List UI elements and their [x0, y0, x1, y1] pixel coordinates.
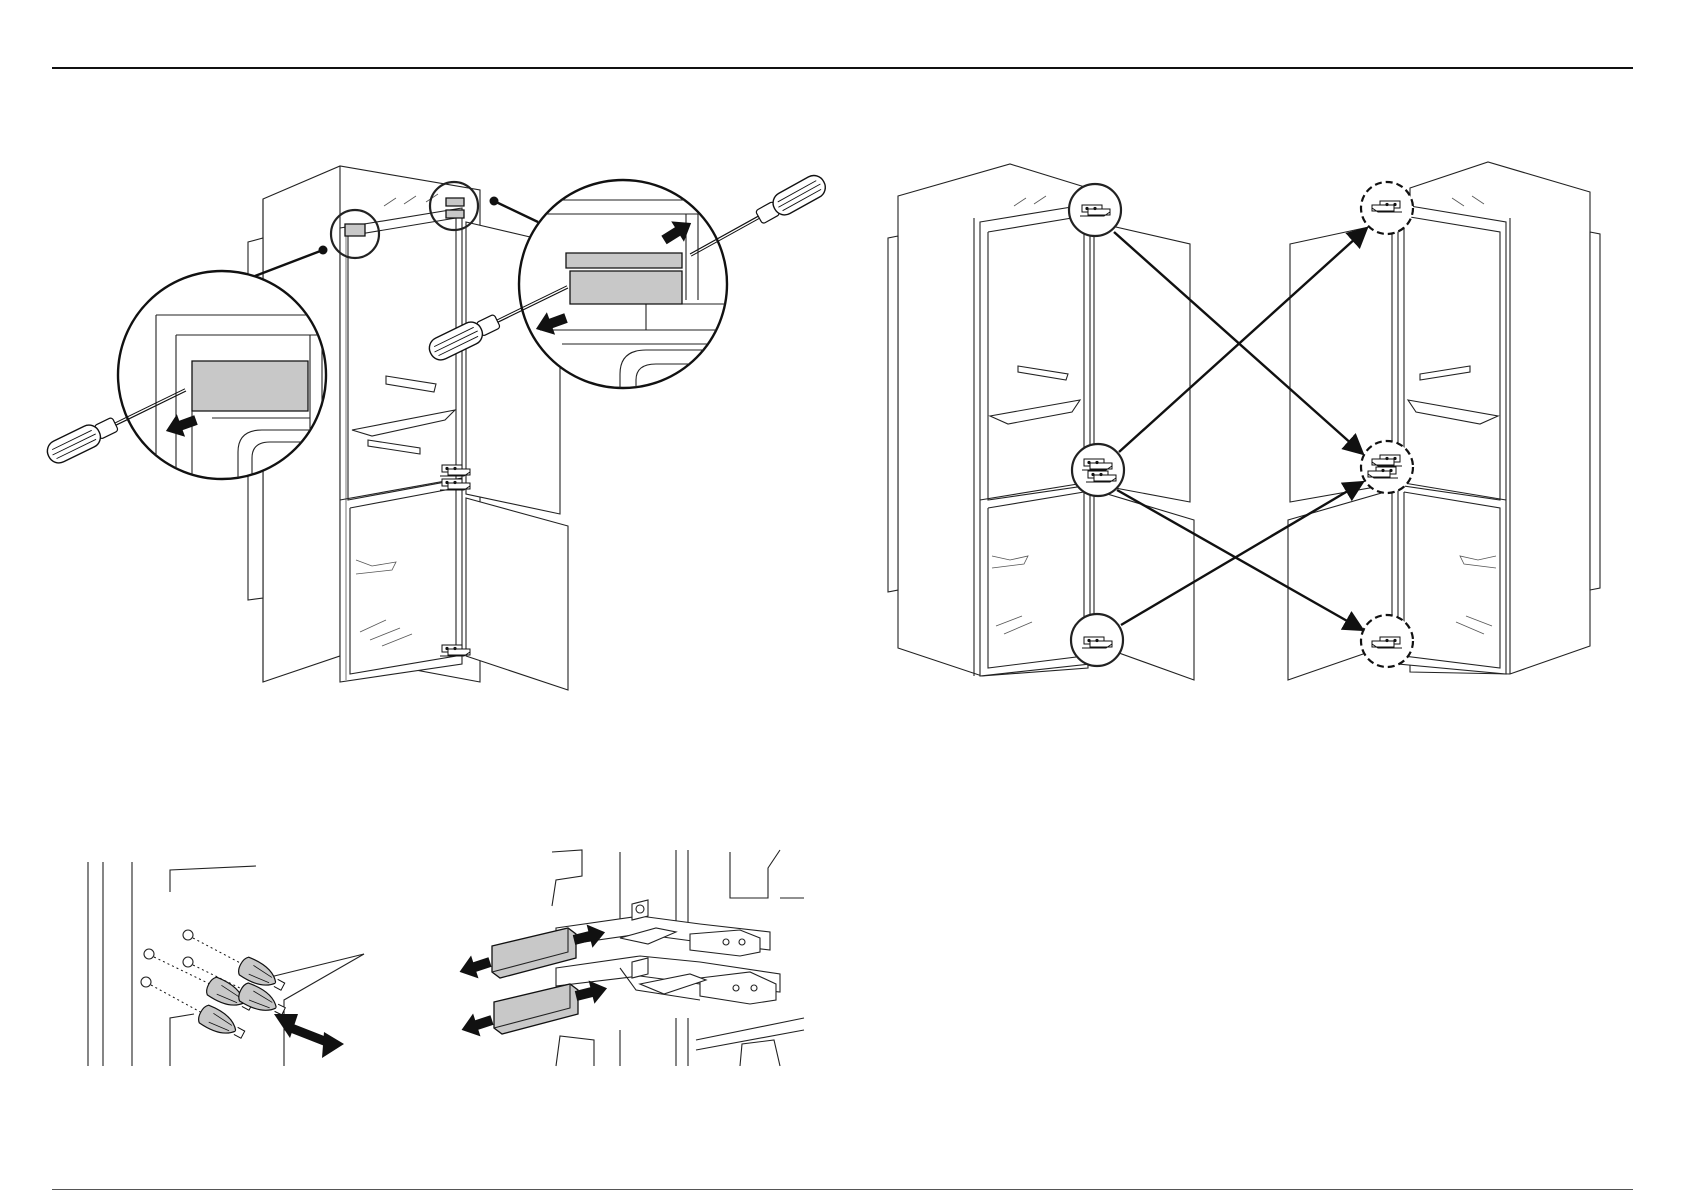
slide-out-arrow-icon [456, 951, 494, 984]
hinge-cover-top-magnified [566, 253, 682, 268]
hole-icon [183, 930, 193, 940]
figure-hole-cover-plugs [88, 862, 364, 1066]
fridge-lower-door [466, 498, 568, 690]
figure-hinge-cover-sliding [456, 850, 804, 1066]
hinge-cover-left [345, 224, 365, 236]
figure-hinge-reversal [888, 162, 1600, 680]
hole-icon [183, 957, 193, 967]
figure-door-hinge-cover-removal [44, 166, 830, 690]
hole-icon [141, 977, 151, 987]
hole-icon [144, 949, 154, 959]
hinge-cover-bottom-magnified [570, 271, 682, 304]
hinge-cover-magnified [192, 361, 308, 411]
slide-out-arrow-icon-2 [458, 1009, 496, 1042]
hinge-cover-lower [494, 984, 578, 1034]
plug-icon [196, 1003, 248, 1044]
footer-rule [52, 1189, 1633, 1190]
